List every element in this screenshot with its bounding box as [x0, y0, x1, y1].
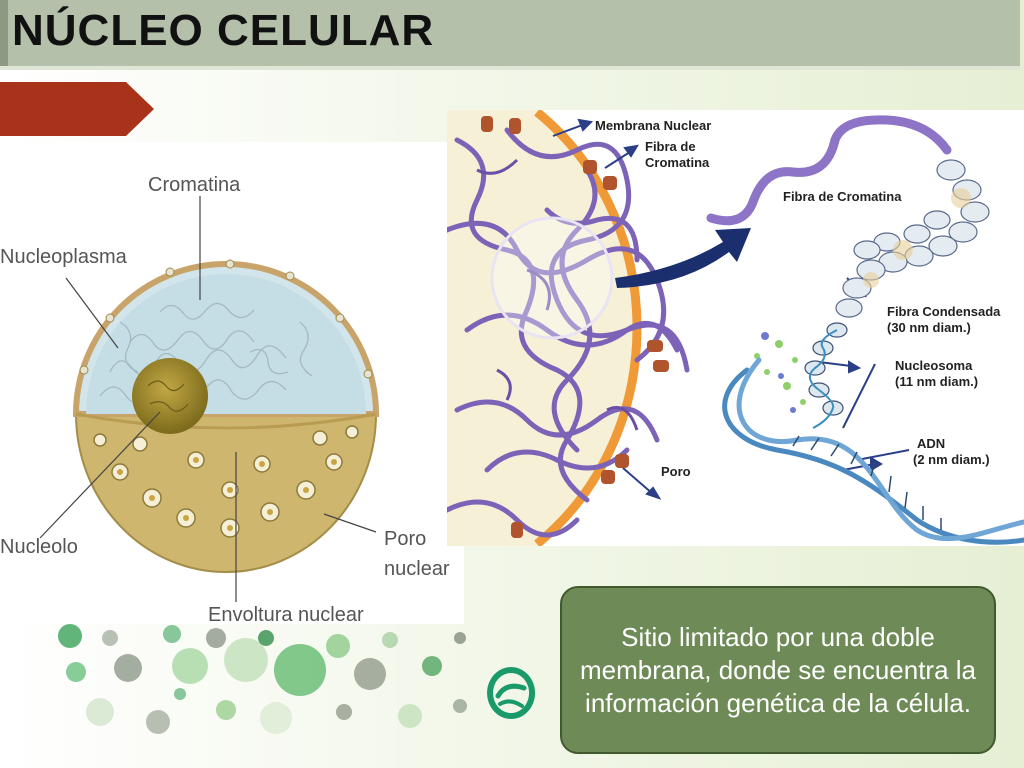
label-envoltura: Envoltura nuclear — [208, 604, 364, 626]
label-condensada-2: (30 nm diam.) — [887, 320, 971, 335]
label-poro: Poro — [661, 464, 691, 479]
label-adn-2: (2 nm diam.) — [913, 452, 990, 467]
caption-text: Sitio limitado por una doble membrana, d… — [579, 621, 977, 718]
decorative-dots — [58, 624, 467, 734]
chromatin-diagram: Membrana Nuclear Fibra de Cromatina Fibr… — [444, 108, 1024, 548]
title-bar: NÚCLEO CELULAR — [0, 0, 1020, 70]
label-nucleosoma-1: Nucleosoma — [895, 358, 973, 373]
label-nucleoplasma: Nucleoplasma — [0, 246, 127, 268]
caption-box: Sitio limitado por una doble membrana, d… — [560, 586, 996, 754]
label-nucleosoma-2: (11 nm diam.) — [895, 374, 979, 389]
label-poro-2: nuclear — [384, 558, 450, 580]
label-fibra-cromatina: Fibra de Cromatina — [783, 189, 902, 204]
nucleus-diagram: Cromatina Nucleoplasma Nucleolo Poro nuc… — [0, 142, 464, 626]
label-condensada-1: Fibra Condensada — [887, 304, 1001, 319]
logo-icon — [487, 667, 536, 719]
chromatin-illustration — [444, 108, 1024, 548]
label-membrana-nuclear: Membrana Nuclear — [595, 118, 712, 133]
accent-arrow — [0, 82, 154, 136]
title-bar-edge — [0, 0, 8, 66]
label-adn-1: ADN — [917, 436, 946, 451]
label-poro-1: Poro — [384, 528, 427, 550]
label-fibra-1: Fibra de — [645, 139, 696, 154]
label-fibra-2: Cromatina — [645, 155, 710, 170]
nucleus-illustration — [39, 196, 380, 602]
label-nucleolo: Nucleolo — [0, 536, 78, 558]
label-cromatina: Cromatina — [148, 174, 241, 196]
slide-title: NÚCLEO CELULAR — [12, 6, 435, 55]
